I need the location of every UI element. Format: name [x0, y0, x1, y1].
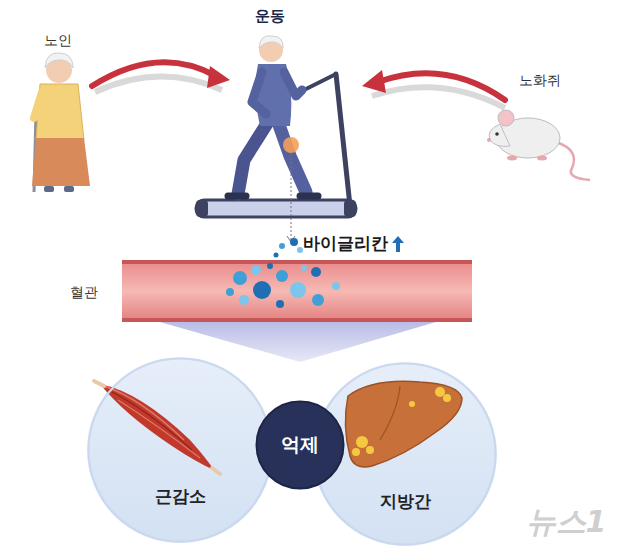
watermark-text: 뉴스1 [526, 504, 607, 539]
focus-wedge [160, 322, 436, 362]
increase-arrow [392, 236, 404, 252]
watermark: 뉴스1 [526, 502, 607, 543]
molecule-label-text: 바이글리칸 [303, 233, 388, 253]
red-arrow [362, 70, 505, 108]
figure-label-text: 노인 [44, 32, 72, 48]
part-label-text: 혈관 [70, 284, 98, 300]
muscle-illustration [94, 381, 220, 474]
outcome-circle: 근감소 [87, 357, 273, 543]
circle-outline [87, 357, 273, 543]
aged-mouse [487, 110, 590, 180]
leader-line [291, 154, 292, 240]
figure-label: 운동 [255, 6, 285, 26]
figure-label: 노화쥐 [519, 70, 561, 90]
effect-circle: 억제 [255, 400, 345, 490]
text-holder: 지방간 [313, 490, 497, 513]
figure-label-text: 노화쥐 [519, 72, 561, 88]
node-text: 억제 [255, 432, 345, 458]
part-label: 혈관 [70, 282, 98, 302]
blood-vessel [122, 260, 472, 322]
node-text: 지방간 [313, 490, 497, 513]
molecule-label: 바이글리칸 [303, 232, 388, 255]
text-holder: 근감소 [87, 485, 273, 508]
red-arrow [92, 62, 230, 92]
node-text: 근감소 [87, 485, 273, 508]
figure-label: 노인 [44, 30, 72, 50]
elderly-figure [32, 53, 90, 192]
figure-label-text: 운동 [255, 7, 285, 25]
exercising-figure [228, 36, 318, 196]
liver-illustration [345, 381, 462, 467]
text-holder: 억제 [255, 432, 345, 458]
circle-fill [87, 357, 273, 543]
